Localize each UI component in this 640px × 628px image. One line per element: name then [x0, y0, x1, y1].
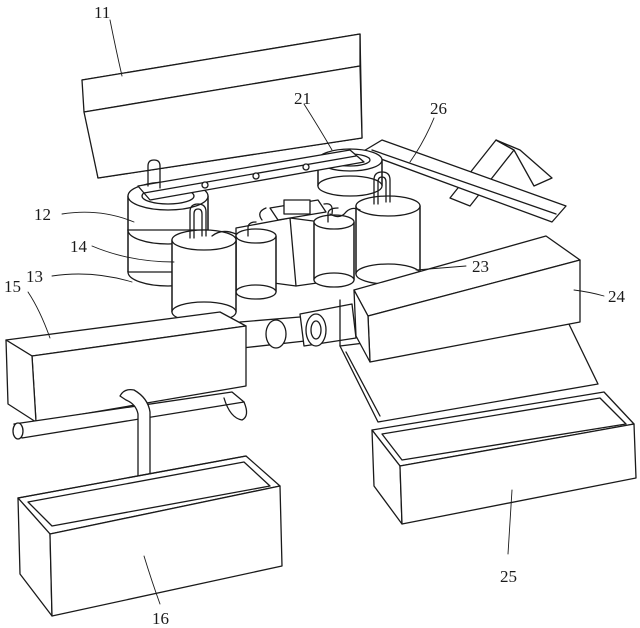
- label-14: 14: [70, 237, 88, 256]
- part-24-right-box: [353, 235, 581, 363]
- part-12-left-pulley: [127, 181, 209, 287]
- part-15-left-box: [5, 311, 247, 423]
- label-13: 13: [26, 267, 43, 286]
- label-24: 24: [608, 287, 626, 306]
- label-15: 15: [4, 277, 21, 296]
- part-23-right-container: [329, 171, 421, 285]
- label-16: 16: [152, 609, 169, 628]
- left-outlet-pipe: [119, 388, 151, 499]
- label-21: 21: [294, 89, 311, 108]
- label-12: 12: [34, 205, 51, 224]
- label-11: 11: [94, 3, 110, 22]
- part-11-upper-box: [81, 33, 363, 179]
- middle-left-cylinder: [235, 221, 277, 300]
- label-25: 25: [500, 567, 517, 586]
- drive-shaft: [239, 303, 357, 349]
- left-bottom-rail: [12, 391, 248, 440]
- label-23: 23: [472, 257, 489, 276]
- part-14-left-container: [171, 203, 237, 325]
- part-16-left-tray: [17, 455, 283, 617]
- part-25-right-tray: [371, 391, 637, 525]
- belt-bar: [137, 149, 365, 201]
- leader-lines: [27, 19, 605, 605]
- left-pulley-pipe: [147, 159, 161, 189]
- label-26: 26: [430, 99, 447, 118]
- part-labels: 11 21 26 12 14 13 15 23 24 25 16: [4, 3, 626, 628]
- part-26-inclined-chute: [361, 139, 567, 223]
- middle-right-cylinder: [313, 207, 355, 288]
